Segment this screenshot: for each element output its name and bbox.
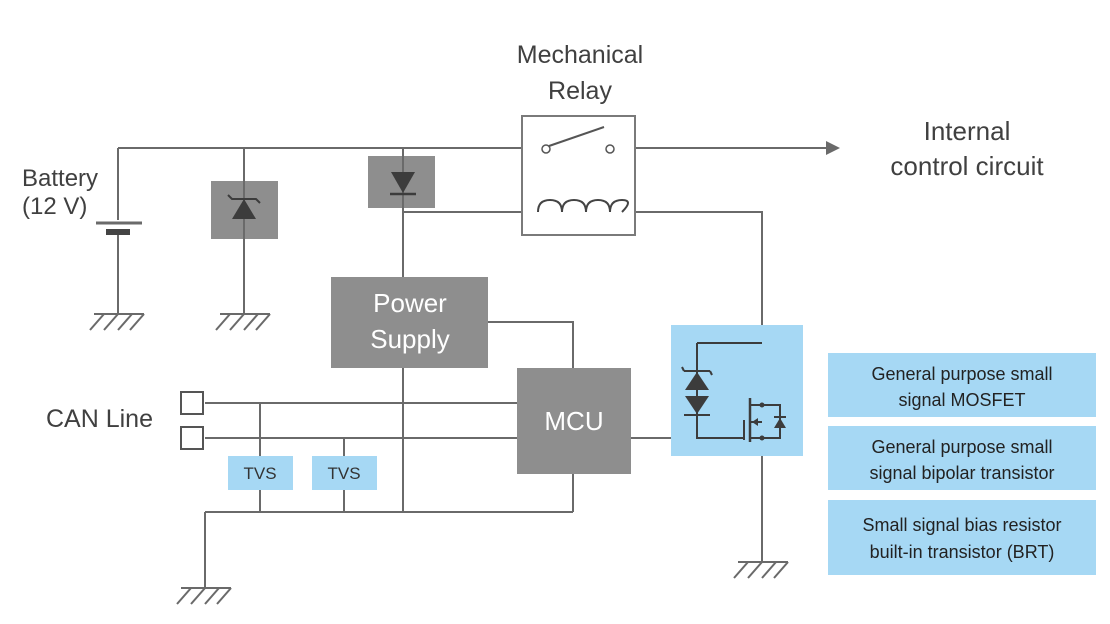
tvs-label-1: TVS — [243, 464, 276, 483]
battery-label-line2: (12 V) — [22, 193, 87, 220]
battery-icon — [96, 221, 142, 235]
tvs-label-2: TVS — [327, 464, 360, 483]
relay-title-line2: Relay — [548, 77, 612, 105]
legend-item-label-3b: built-in transistor (BRT) — [870, 542, 1055, 562]
legend-item-bipolar — [828, 426, 1096, 490]
legend-item-label-2a: General purpose small — [871, 437, 1052, 457]
driver-transistor-highlight — [671, 325, 803, 456]
legend-item-mosfet — [828, 353, 1096, 417]
legend-item-label-3a: Small signal bias resistor — [862, 515, 1061, 535]
legend: General purpose small signal MOSFET Gene… — [828, 353, 1096, 575]
can-connector-icon — [180, 391, 204, 415]
battery-label-line1: Battery — [22, 165, 98, 192]
can-connector-icon — [180, 426, 204, 450]
mcu-block — [517, 368, 631, 474]
clamp-diode-pair-icon — [681, 342, 762, 439]
internal-circuit-line1: Internal — [924, 116, 1011, 146]
ground-icon — [215, 313, 271, 331]
relay-switch-icon — [548, 126, 605, 147]
mechanical-relay — [521, 115, 636, 236]
legend-item-label-1b: signal MOSFET — [898, 390, 1025, 410]
ground-icon — [176, 587, 232, 605]
diode-icon — [368, 156, 435, 208]
relay-contact-icon — [605, 144, 615, 154]
mcu-label: MCU — [544, 406, 603, 436]
tvs-box-2 — [312, 456, 377, 490]
power-supply-label-1: Power — [373, 288, 447, 318]
tvs-box-1 — [228, 456, 293, 490]
output-arrow-icon — [826, 141, 840, 155]
legend-item-label-1a: General purpose small — [871, 364, 1052, 384]
legend-item-brt — [828, 500, 1096, 575]
relay-coil-icon — [537, 198, 629, 213]
internal-circuit-line2: control circuit — [890, 151, 1044, 181]
mosfet-icon — [743, 398, 786, 442]
relay-contact-icon — [541, 144, 551, 154]
power-supply-label-2: Supply — [370, 324, 450, 354]
ground-icon — [733, 561, 789, 579]
relay-title-line1: Mechanical — [517, 41, 643, 69]
ground-icon — [89, 313, 145, 331]
zener-diode-icon — [211, 181, 278, 239]
legend-item-label-2b: signal bipolar transistor — [869, 463, 1054, 483]
power-supply-block — [331, 277, 488, 368]
can-line-label: CAN Line — [46, 405, 153, 433]
